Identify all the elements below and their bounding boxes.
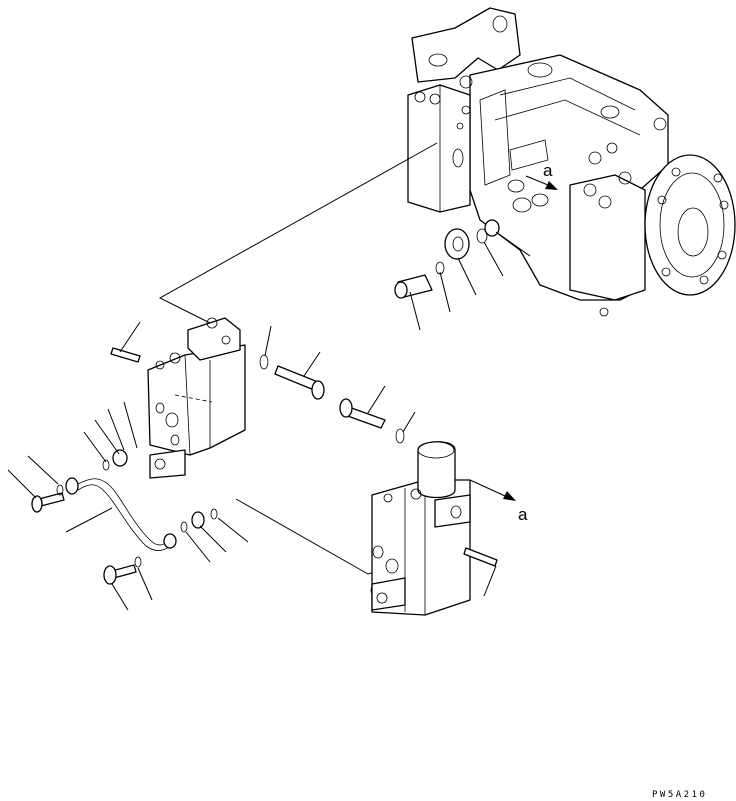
pilot-tube-and-bolts (7, 455, 249, 611)
direction-arrow-a-lower (469, 479, 516, 501)
label-a-bottom: a (518, 505, 528, 524)
upper-valve-block (147, 317, 246, 479)
hydraulic-pump-assembly (407, 7, 736, 317)
drawing-code: PW5A210 (652, 790, 707, 800)
lower-valve-block (370, 441, 498, 616)
leader-line-lower-valve (235, 498, 383, 575)
pump-port-parts (394, 219, 531, 331)
leader-line-pump-valve (158, 142, 438, 324)
label-a-top: a (543, 161, 553, 180)
direction-arrow-a-upper (525, 175, 558, 190)
upper-valve-parts (83, 321, 416, 471)
